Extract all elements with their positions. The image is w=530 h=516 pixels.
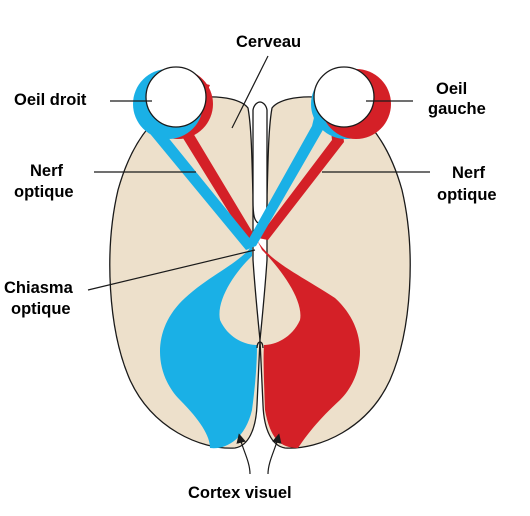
label-cortex: Cortex visuel — [188, 484, 292, 502]
brain — [109, 96, 411, 449]
label-oeil-gauche-line2: gauche — [428, 100, 486, 118]
label-cerveau: Cerveau — [236, 33, 301, 51]
label-oeil-gauche-line1: Oeil — [436, 80, 467, 98]
leader-cerveau — [231, 55, 269, 129]
label-nerf-droit-line1: Nerf — [452, 164, 486, 182]
label-nerf-droit-line2: optique — [437, 186, 497, 204]
label-oeil-droit: Oeil droit — [14, 91, 87, 109]
label-chiasma-line2: optique — [11, 300, 71, 318]
blue-nerf-right — [246, 84, 334, 246]
eye-right — [133, 66, 213, 139]
label-nerf-gauche-line2: optique — [14, 183, 74, 201]
blue-visual-field — [160, 246, 257, 449]
hemisphere-gap — [252, 101, 268, 225]
eye-left — [311, 66, 391, 139]
red-visual-field — [257, 240, 360, 448]
occipital-notch — [256, 341, 264, 349]
labels: Cerveau Oeil droit Oeil gauche Nerf opti… — [4, 33, 497, 502]
cortex-arrow-right — [267, 433, 282, 475]
leader-chiasma — [87, 249, 256, 291]
leader-lines — [87, 55, 430, 475]
label-nerf-gauche-line1: Nerf — [30, 162, 64, 180]
cortex-arrow-left — [236, 433, 251, 475]
label-chiasma-line1: Chiasma — [4, 279, 74, 297]
